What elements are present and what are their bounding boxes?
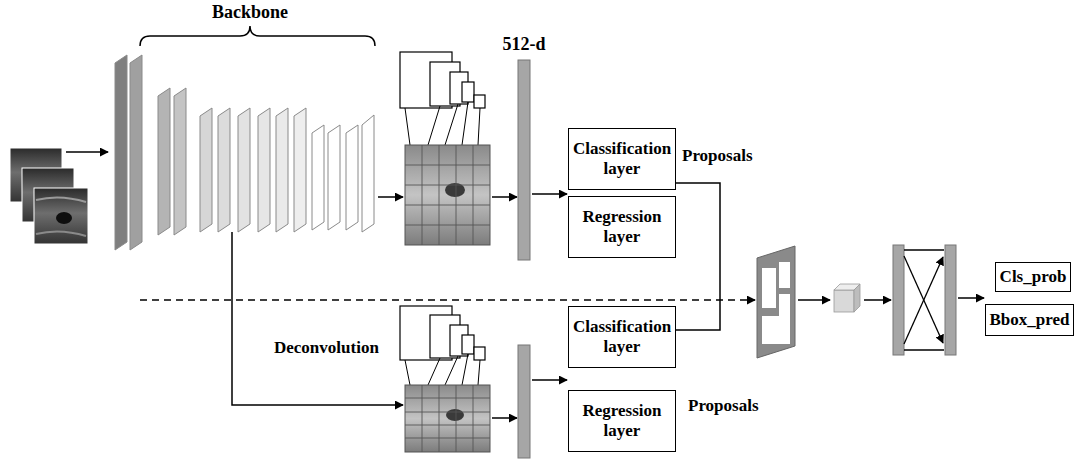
output-box: Bbox_pred — [985, 304, 1074, 336]
anchor-box — [474, 95, 485, 108]
ultrasound-image — [34, 188, 88, 244]
fan-line — [478, 360, 480, 385]
anchor-box — [462, 335, 474, 354]
conv-layer — [200, 108, 212, 232]
conv-layer — [312, 125, 324, 230]
pooled-feature — [834, 284, 860, 312]
fan-line — [428, 106, 440, 145]
node-text: Regression layer — [572, 207, 672, 246]
conv-layer — [238, 108, 250, 232]
roi-region — [762, 268, 776, 308]
roi-region — [779, 294, 790, 316]
layer-box: Regression layer — [568, 196, 676, 258]
fan-line — [405, 108, 410, 145]
layer-box: Classification layer — [568, 306, 676, 368]
tissue-band — [36, 231, 86, 236]
fan-line — [462, 102, 468, 145]
roi-region — [779, 262, 790, 288]
anchor-box — [474, 347, 485, 360]
anchor-boxes — [400, 306, 485, 360]
dashed-feature-line — [140, 299, 755, 301]
conv-layer — [258, 108, 270, 232]
conv-layer — [115, 55, 127, 250]
fan-line — [478, 108, 480, 145]
feature-vector — [518, 60, 530, 260]
fc-layer — [893, 245, 904, 355]
feature-map — [405, 385, 490, 452]
section-title: Backbone — [210, 2, 290, 24]
flow-arrow — [532, 193, 567, 195]
feature-map-image — [405, 385, 490, 452]
flow-arrow — [378, 196, 403, 198]
conv-layer — [218, 108, 230, 232]
node-text: Cls_prob — [1000, 267, 1067, 287]
anchor-fan — [405, 354, 480, 385]
flow-label: Proposals — [686, 396, 761, 416]
conv-layer — [130, 55, 142, 250]
node-text: Bbox_pred — [990, 310, 1070, 330]
cube-side — [854, 284, 860, 312]
anchor-fan — [405, 102, 480, 145]
fc-layer — [945, 245, 956, 355]
feature-vector — [518, 345, 530, 458]
tissue-band — [36, 197, 86, 202]
fan-line — [405, 360, 410, 385]
fc-connections — [904, 250, 944, 350]
flow-arrow — [66, 151, 108, 153]
conv-layer — [346, 125, 358, 230]
layer-box: Classification layer — [568, 128, 676, 190]
node-text: Classification layer — [572, 139, 672, 178]
conv-layer — [294, 108, 306, 232]
grid — [405, 385, 490, 452]
conv-layer — [276, 108, 288, 232]
anchor-boxes — [400, 52, 485, 108]
dimension-label: 512-d — [500, 34, 547, 56]
grid — [405, 145, 490, 245]
conv-layer — [328, 125, 340, 230]
feature-map-image — [405, 145, 490, 245]
fan-line — [428, 358, 440, 385]
roi-map — [757, 246, 795, 358]
flow-label: Deconvolution — [272, 338, 381, 358]
flow-arrow — [492, 417, 517, 419]
lesion — [446, 409, 464, 421]
conv-layer — [362, 115, 374, 232]
flow-arrow — [492, 196, 517, 198]
flow-arrow — [798, 299, 830, 301]
input-images — [10, 148, 88, 244]
fan-line — [445, 104, 458, 145]
backbone-layers — [115, 55, 374, 250]
conv-layer — [158, 88, 170, 235]
feature-map — [405, 145, 490, 245]
node-text: Regression layer — [572, 401, 672, 440]
anchor-box — [462, 82, 474, 102]
lesion — [56, 212, 72, 224]
fc-link — [904, 256, 943, 343]
flow-arrow — [532, 379, 567, 381]
fc-link — [904, 249, 944, 250]
output-box: Cls_prob — [995, 262, 1071, 292]
proposal-line — [676, 300, 720, 330]
proposal-line — [676, 183, 720, 300]
flow-arrow — [958, 297, 984, 299]
fan-line — [445, 356, 458, 385]
layer-box: Regression layer — [568, 390, 676, 452]
deconv-path — [232, 232, 403, 405]
roi-region — [762, 316, 790, 344]
conv-layer — [174, 88, 186, 235]
roi-plane — [757, 246, 795, 358]
fan-line — [462, 354, 468, 385]
cube-front — [834, 290, 854, 312]
fc-link — [904, 349, 944, 350]
fc-link — [904, 257, 943, 344]
brace — [140, 26, 375, 46]
flow-label: Proposals — [680, 146, 755, 166]
node-text: Classification layer — [572, 317, 672, 356]
flow-arrow — [864, 299, 891, 301]
